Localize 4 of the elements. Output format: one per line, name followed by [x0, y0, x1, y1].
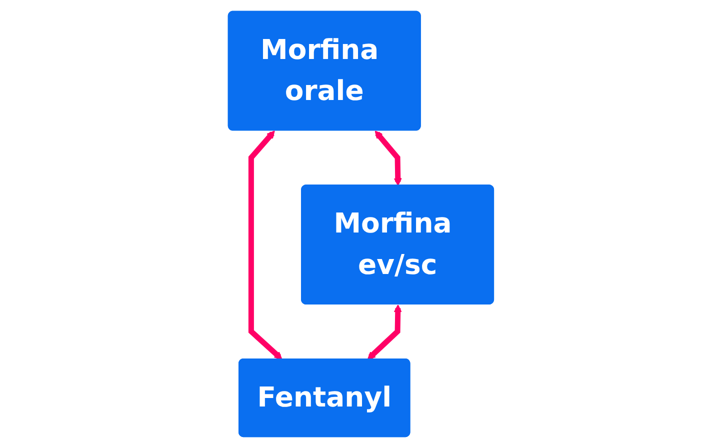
arrow [248, 130, 282, 360]
flowchart: Morfina orale Morfina ev/sc Fentanyl [220, 4, 500, 444]
arrow [374, 130, 402, 186]
arrow [366, 304, 402, 360]
